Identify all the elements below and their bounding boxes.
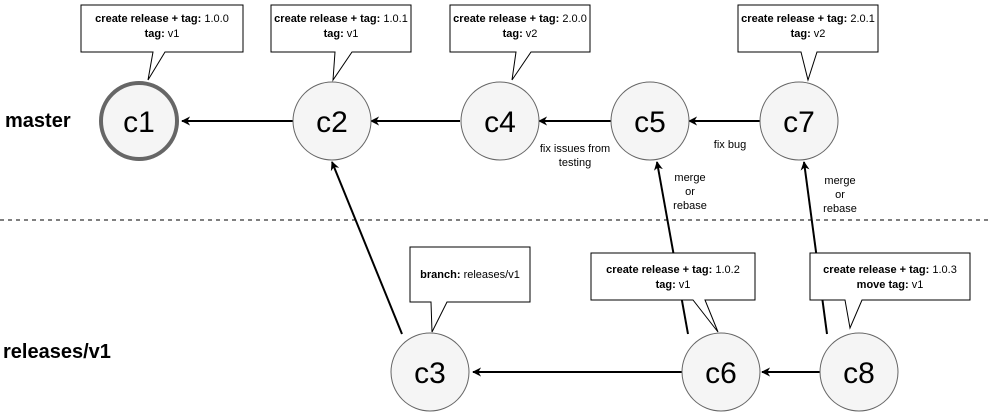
commit-label-c5: c5 bbox=[634, 106, 666, 139]
svg-text:branch: releases/v1: branch: releases/v1 bbox=[420, 269, 520, 281]
callout-c2-line1-key: create release + tag: bbox=[274, 13, 380, 25]
callout-c1-line1-value: 1.0.0 bbox=[204, 13, 228, 25]
callout-c1: create release + tag: 1.0.0 tag: v1 bbox=[80, 4, 244, 81]
edge-label-merge-c6-1: merge bbox=[674, 172, 705, 184]
commit-node-c8: c8 bbox=[819, 332, 899, 412]
callout-c7: create release + tag: 2.0.1 tag: v2 bbox=[737, 4, 879, 82]
callout-c2: create release + tag: 1.0.1 tag: v1 bbox=[270, 4, 412, 82]
commit-label-c2: c2 bbox=[316, 106, 348, 139]
svg-text:create release + tag: 1.0.0: create release + tag: 1.0.0 bbox=[95, 13, 229, 25]
callout-c7-line1-key: create release + tag: bbox=[741, 13, 847, 25]
edge-c3-c2 bbox=[330, 161, 403, 335]
edge-label-merge-c8-2: or bbox=[835, 189, 845, 201]
callout-c4-line1-key: create release + tag: bbox=[453, 13, 559, 25]
callout-c8-line2-key: move tag: bbox=[857, 279, 909, 291]
commit-node-c7: c7 bbox=[759, 81, 839, 161]
svg-text:create release + tag: 1.0.2: create release + tag: 1.0.2 bbox=[606, 264, 740, 276]
edge-label-merge-c8-1: merge bbox=[824, 175, 855, 187]
svg-text:create release + tag: 2.0.1: create release + tag: 2.0.1 bbox=[741, 13, 875, 25]
callout-c3-line1-value: releases/v1 bbox=[464, 269, 520, 281]
callout-c6-line1-value: 1.0.2 bbox=[715, 264, 739, 276]
commit-label-c6: c6 bbox=[705, 357, 737, 390]
callout-c7-line2-key: tag: bbox=[791, 28, 811, 40]
svg-text:create release + tag: 1.0.1: create release + tag: 1.0.1 bbox=[274, 13, 408, 25]
callout-c7-line1-value: 2.0.1 bbox=[850, 13, 874, 25]
svg-text:create release + tag: 1.0.3: create release + tag: 1.0.3 bbox=[823, 264, 957, 276]
callout-c4-line1-value: 2.0.0 bbox=[562, 13, 586, 25]
edge-label-fix-issues-2: testing bbox=[559, 157, 591, 169]
callout-c1-line2-key: tag: bbox=[145, 28, 165, 40]
callout-c1-line1-key: create release + tag: bbox=[95, 13, 201, 25]
commit-label-c3: c3 bbox=[414, 357, 446, 390]
svg-text:create release + tag: 2.0.0: create release + tag: 2.0.0 bbox=[453, 13, 587, 25]
callout-c6-line1-key: create release + tag: bbox=[606, 264, 712, 276]
callout-c3: branch: releases/v1 bbox=[409, 246, 531, 333]
callout-c1-line2-value: v1 bbox=[168, 28, 180, 40]
callout-c7-line2-value: v2 bbox=[814, 28, 826, 40]
svg-text:tag: v1: tag: v1 bbox=[324, 28, 359, 40]
svg-text:tag: v2: tag: v2 bbox=[791, 28, 826, 40]
callout-c6-line2-key: tag: bbox=[656, 279, 676, 291]
edge-c8-c7 bbox=[800, 161, 828, 335]
commit-node-c2: c2 bbox=[292, 81, 372, 161]
commit-node-c4: c4 bbox=[460, 81, 540, 161]
edge-label-merge-c6-3: rebase bbox=[673, 200, 707, 212]
callout-c6-line2-value: v1 bbox=[679, 279, 691, 291]
callout-c4-line2-key: tag: bbox=[503, 28, 523, 40]
svg-text:tag: v2: tag: v2 bbox=[503, 28, 538, 40]
commit-node-c3: c3 bbox=[390, 332, 470, 412]
callout-c2-line2-value: v1 bbox=[347, 28, 359, 40]
commit-node-c6: c6 bbox=[681, 332, 761, 412]
edge-label-merge-c6-2: or bbox=[685, 186, 695, 198]
commit-label-c1: c1 bbox=[123, 106, 155, 139]
edge-c6-c5 bbox=[654, 161, 689, 335]
edge-label-fix-issues-1: fix issues from bbox=[540, 143, 610, 155]
svg-text:tag: v1: tag: v1 bbox=[656, 279, 691, 291]
callout-c2-line2-key: tag: bbox=[324, 28, 344, 40]
svg-text:move tag: v1: move tag: v1 bbox=[857, 279, 924, 291]
commit-label-c4: c4 bbox=[484, 106, 516, 139]
svg-text:tag: v1: tag: v1 bbox=[145, 28, 180, 40]
callout-c8-line1-value: 1.0.3 bbox=[932, 264, 956, 276]
commit-label-c8: c8 bbox=[843, 357, 875, 390]
callout-c6: create release + tag: 1.0.2 tag: v1 bbox=[590, 252, 756, 333]
commit-label-c7: c7 bbox=[783, 106, 815, 139]
callout-c4: create release + tag: 2.0.0 tag: v2 bbox=[449, 4, 591, 81]
lane-label-master: master bbox=[5, 110, 71, 132]
edge-label-fix-bug: fix bug bbox=[714, 139, 746, 151]
lane-label-releases: releases/v1 bbox=[3, 341, 111, 363]
callout-c2-line1-value: 1.0.1 bbox=[383, 13, 407, 25]
callout-c3-line1-key: branch: bbox=[420, 269, 460, 281]
callout-c8-line1-key: create release + tag: bbox=[823, 264, 929, 276]
callout-c8: create release + tag: 1.0.3 move tag: v1 bbox=[809, 252, 971, 330]
callout-c8-line2-value: v1 bbox=[912, 279, 924, 291]
edge-label-merge-c8-3: rebase bbox=[823, 203, 857, 215]
commit-node-c5: c5 bbox=[610, 81, 690, 161]
callout-c4-line2-value: v2 bbox=[526, 28, 538, 40]
commit-node-c1: c1 bbox=[99, 81, 179, 161]
